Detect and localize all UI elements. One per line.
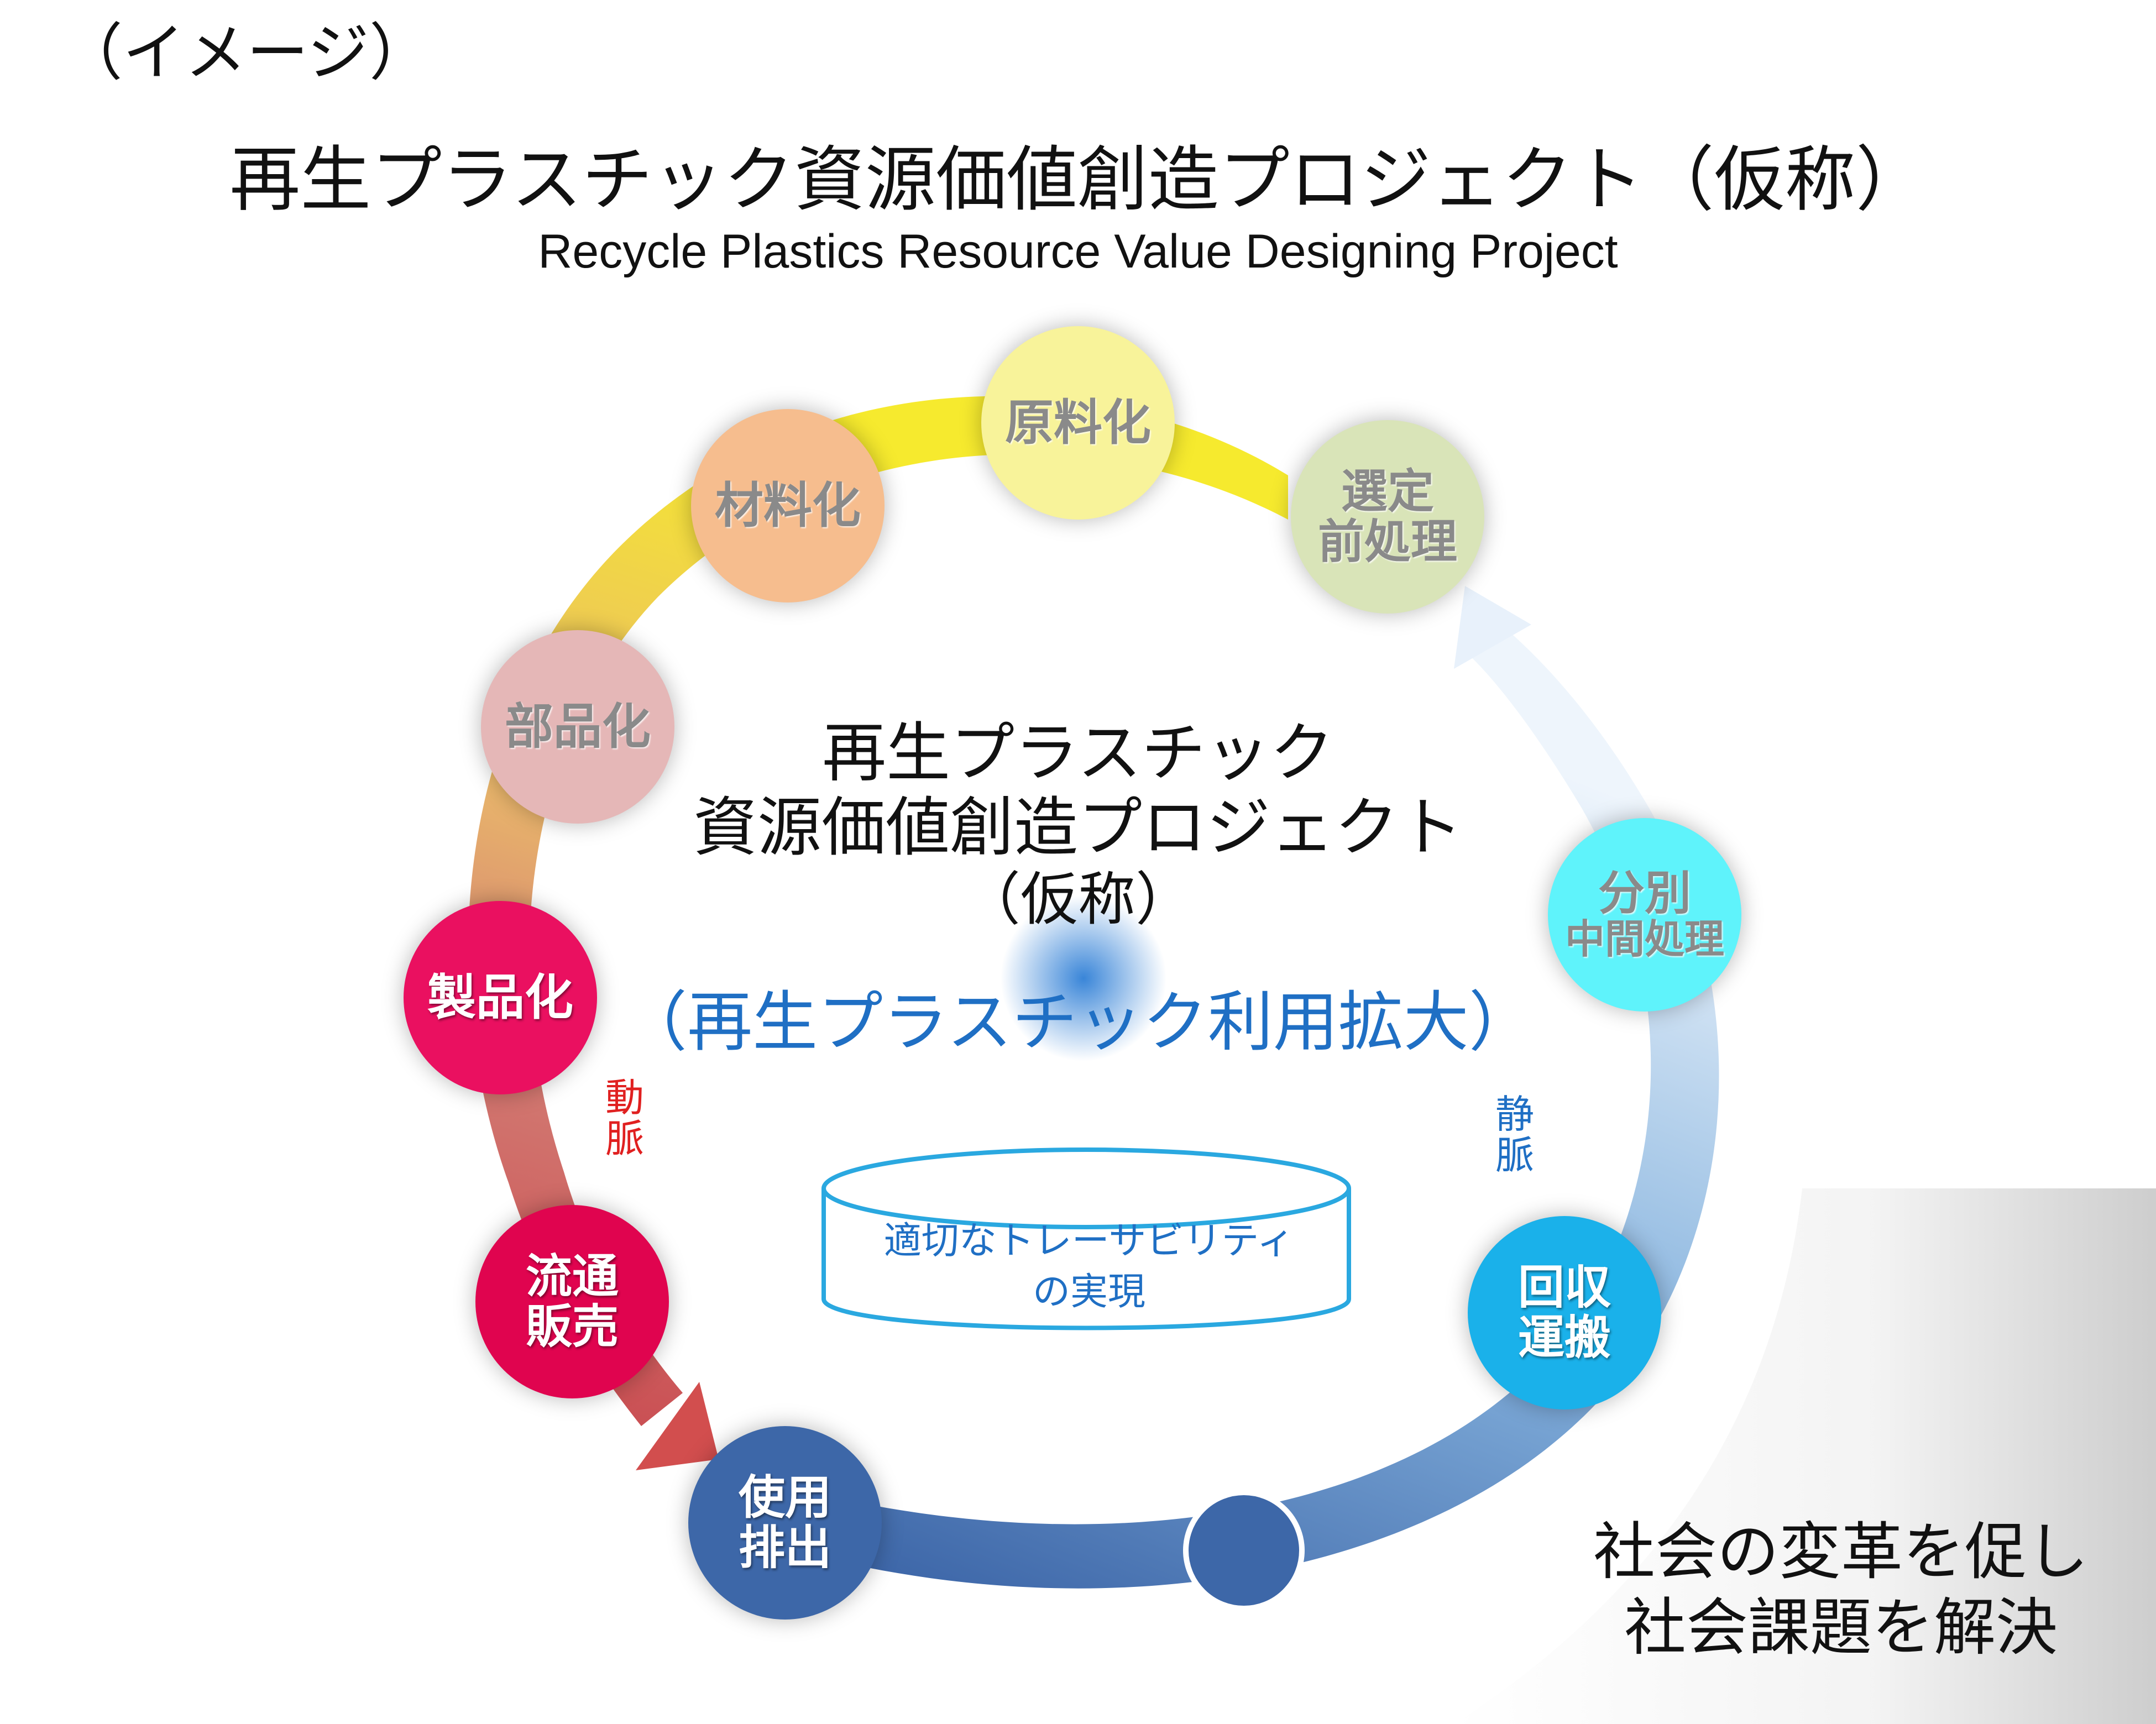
node-use-label-1: 使用	[738, 1470, 831, 1525]
page-title: 再生プラスチック資源価値創造プロジェクト（仮称）	[229, 139, 1927, 221]
center-title-line-2: 資源価値創造プロジェクト	[693, 790, 1463, 865]
node-distribution-label-2: 販売	[525, 1299, 619, 1354]
node-sorting-label-2: 中間処理	[1564, 916, 1724, 963]
venous-char-0: 静	[1495, 1092, 1534, 1137]
node-productization-label: 製品化	[427, 969, 573, 1026]
node-collection-label-2: 運搬	[1517, 1311, 1611, 1365]
venous-arrow-head	[1454, 586, 1531, 669]
node-collection-label-1: 回収	[1517, 1260, 1611, 1315]
center-glow	[1001, 895, 1166, 1061]
traceability-label-line-1: 適切なトレーサビリティ	[883, 1219, 1295, 1263]
social-impact-text: 社会の変革を促し 社会課題を解決	[1537, 1515, 2145, 1665]
center-expansion-label: （再生プラスチック利用拡大）	[622, 984, 1534, 1060]
image-note-label: （イメージ）	[61, 17, 431, 89]
node-sorting-intermediate: 分別 中間処理	[1548, 818, 1741, 1012]
page-curl-shadow	[1454, 1188, 2156, 1724]
node-distribution-sales: 流通 販売	[475, 1205, 669, 1398]
traceability-drum-top	[821, 1147, 1351, 1229]
venous-label: 静脈	[1493, 1094, 1537, 1176]
traceability-label-line-2: の実現	[1032, 1270, 1145, 1314]
node-productization: 製品化	[404, 901, 597, 1094]
arterial-arrow-head	[636, 1382, 719, 1470]
node-distribution-label-1: 流通	[525, 1249, 619, 1304]
node-use-label-2: 排出	[738, 1521, 831, 1575]
node-use-discharge: 使用 排出	[688, 1426, 882, 1620]
node-selection-label-1: 選定	[1341, 464, 1434, 519]
node-collection-transport: 回収 運搬	[1468, 1216, 1661, 1409]
node-selection-pretreatment: 選定 前処理	[1291, 420, 1484, 614]
node-materialization: 材料化	[691, 409, 885, 602]
venous-char-1: 脈	[1495, 1132, 1534, 1178]
empty-node-circle	[1183, 1490, 1305, 1611]
node-sorting-label-1: 分別	[1598, 866, 1691, 920]
page-subtitle-english: Recycle Plastics Resource Value Designin…	[538, 225, 1618, 278]
social-impact-line-2: 社会課題を解決	[1624, 1591, 2058, 1664]
node-componentization: 部品化	[481, 630, 674, 824]
arterial-char-1: 脈	[605, 1115, 644, 1161]
node-raw-material: 原料化	[981, 326, 1175, 520]
arterial-label: 動脈	[603, 1075, 647, 1161]
node-materialization-label: 材料化	[714, 477, 861, 535]
social-impact-line-1: 社会の変革を促し	[1593, 1516, 2089, 1588]
node-componentization-label: 部品化	[504, 698, 651, 756]
center-title-line-1: 再生プラスチック	[822, 716, 1334, 790]
node-raw-material-label: 原料化	[1004, 394, 1151, 452]
arterial-char-0: 動	[605, 1075, 644, 1120]
traceability-label: 適切なトレーサビリティ の実現	[829, 1216, 1349, 1318]
center-title-line-3: （仮称）	[962, 866, 1193, 933]
node-selection-label-2: 前処理	[1317, 515, 1457, 569]
